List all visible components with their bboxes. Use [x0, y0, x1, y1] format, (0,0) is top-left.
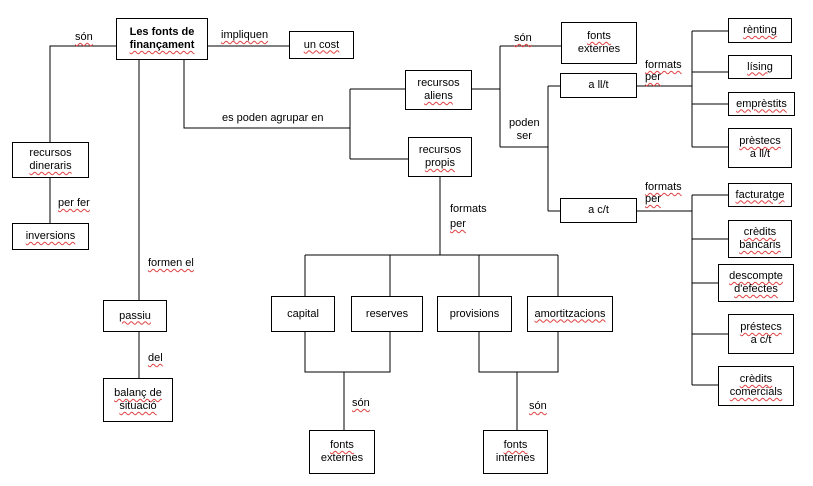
node-renting[interactable]: rènting — [728, 18, 792, 43]
line-propis-branches — [304, 177, 559, 296]
line-llt-branches — [637, 30, 728, 148]
line-internes-bracket — [478, 332, 559, 430]
line-main-recursos — [183, 60, 408, 160]
link-label-per-fer: per fer — [58, 197, 90, 209]
node-a-llarg-termini[interactable]: a ll/t — [560, 73, 637, 98]
node-emprestits[interactable]: emprèstits — [728, 92, 795, 116]
node-provisions[interactable]: provisions — [437, 296, 512, 332]
node-un-cost[interactable]: un cost — [289, 31, 354, 59]
node-a-curt-termini[interactable]: a c/t — [560, 198, 637, 223]
node-facturatge[interactable]: facturatge — [728, 183, 792, 207]
link-label-agrupar: es poden agrupar en — [222, 112, 324, 124]
node-capital[interactable]: capital — [271, 296, 335, 332]
node-amortitzacions[interactable]: amortitzacions — [527, 296, 613, 332]
link-label-son-internes: són — [529, 400, 547, 412]
node-reserves[interactable]: reserves — [351, 296, 423, 332]
line-ct-branches — [637, 194, 728, 386]
line-externes-bracket — [304, 332, 391, 430]
link-label-impliquen: impliquen — [221, 29, 269, 41]
node-passiu[interactable]: passiu — [103, 300, 167, 332]
line-main-dineraris — [49, 45, 116, 142]
line-aliens-branches — [472, 45, 561, 212]
link-label-son-top: són — [514, 32, 532, 44]
node-lising[interactable]: lísing — [728, 55, 792, 79]
node-inversions[interactable]: inversions — [12, 223, 89, 250]
link-label-formen-el: formen el — [148, 257, 194, 269]
link-label-son-externes: són — [352, 397, 370, 409]
link-label-del: del — [148, 352, 163, 364]
link-label-son-left: són — [75, 31, 93, 43]
